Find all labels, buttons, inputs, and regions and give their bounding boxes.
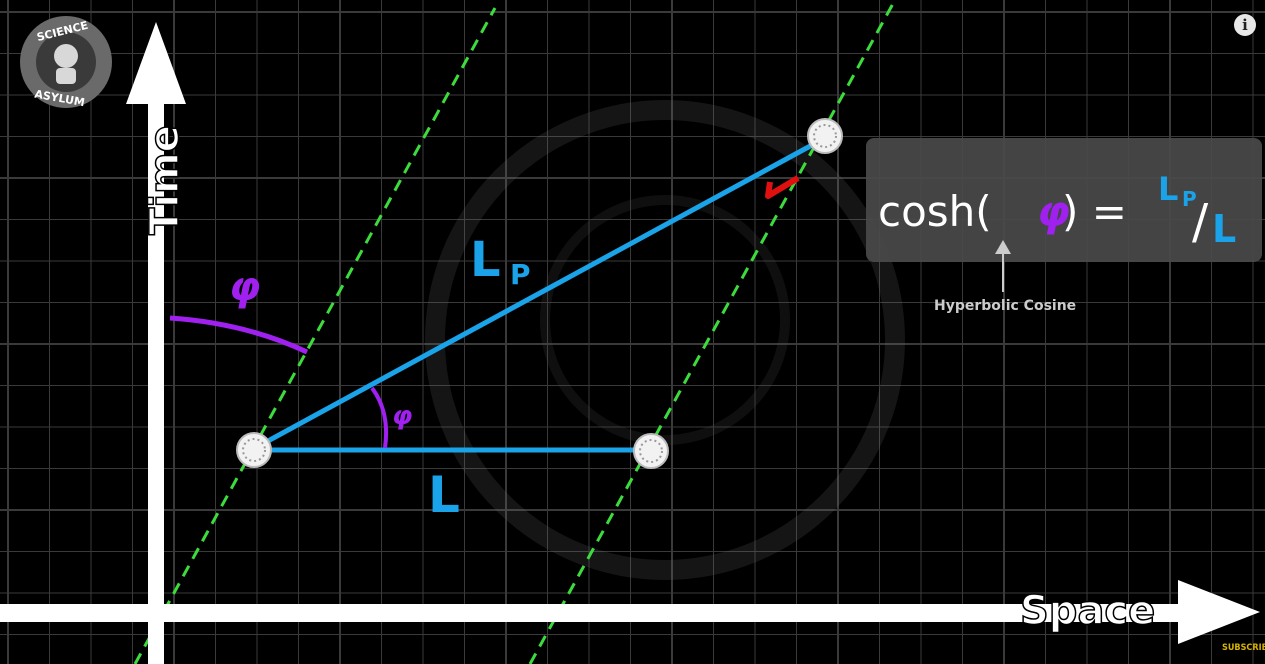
clock-marker-right [633,433,669,469]
contracted-length-label: L [428,466,460,524]
proper-length-label: L [470,232,501,288]
worldline-middle [528,0,897,664]
formula-phi: φ [1037,187,1070,236]
formula-panel: cosh( φ ) = L P / L [866,138,1262,262]
annotation-label: Hyperbolic Cosine [934,298,1076,314]
subscribe-link[interactable]: SUBSCRIBE [1222,643,1265,653]
velocity-marker [765,175,800,199]
time-axis-label: Time [142,125,188,235]
worldline-left [133,7,497,664]
phi-label-large: φ [229,264,260,310]
formula-prefix: cosh( [878,187,992,236]
formula-slash: / [1192,194,1209,250]
formula-suffix: ) = [1062,187,1127,236]
phi-label-small: φ [392,401,412,431]
info-icon[interactable]: i [1234,14,1256,36]
clock-marker-left [236,432,272,468]
angle-arc-time-axis [169,315,309,355]
formula-numerator: L [1158,170,1178,208]
clock-marker-top [807,118,843,154]
time-axis [126,22,186,664]
space-axis-label: Space [1020,588,1155,634]
angle-arc-between-lengths [370,386,389,449]
annotation-arrow-head [995,240,1011,254]
formula-numerator-subscript: P [1182,187,1197,211]
proper-length-line [253,135,827,451]
space-axis [0,580,1260,644]
science-asylum-logo: SCIENCE ASYLUM [20,16,112,109]
formula-denominator: L [1212,207,1236,251]
proper-length-subscript: P [510,258,531,291]
